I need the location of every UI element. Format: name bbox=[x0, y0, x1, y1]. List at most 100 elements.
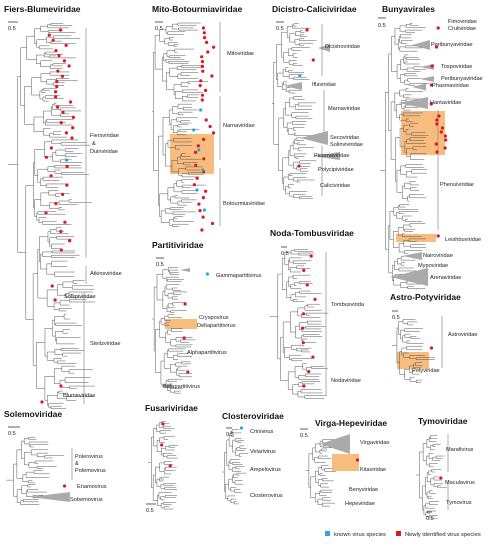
highlight-box bbox=[165, 319, 197, 329]
new-species-marker bbox=[204, 189, 208, 193]
new-species-marker bbox=[64, 131, 68, 135]
new-species-marker bbox=[64, 43, 68, 48]
new-species-marker bbox=[439, 476, 443, 480]
new-species-marker bbox=[56, 105, 60, 109]
new-species-marker bbox=[67, 64, 71, 68]
clade-label: Blumeviridae bbox=[63, 393, 95, 399]
clade-label: Iflaviridae bbox=[312, 82, 336, 88]
new-species-marker bbox=[435, 118, 439, 122]
clade-label: Deltapartitivirus bbox=[197, 323, 236, 329]
new-species-marker bbox=[168, 464, 172, 468]
new-species-marker bbox=[192, 183, 196, 187]
clade-label: Picornaviridae bbox=[314, 153, 349, 159]
new-species-marker bbox=[198, 209, 202, 213]
clade-label: Marafivirus bbox=[446, 447, 474, 453]
scale-label-bunya: 0.5 bbox=[378, 23, 386, 29]
clade-label: Mypoviridae bbox=[418, 263, 448, 269]
clade-label: Kitaviridae bbox=[360, 467, 386, 473]
new-species-marker bbox=[201, 196, 205, 200]
new-species-marker bbox=[200, 93, 205, 97]
clade-label: Fimoviridae bbox=[448, 19, 477, 25]
collapsed-clade bbox=[390, 268, 428, 286]
new-species-marker bbox=[309, 254, 313, 258]
new-species-marker bbox=[197, 202, 201, 206]
new-species-marker bbox=[210, 74, 214, 78]
clade-label: Marnaviridae bbox=[328, 106, 360, 112]
new-species-marker bbox=[439, 130, 443, 134]
collapsed-clade bbox=[398, 97, 428, 109]
collapsed-clade bbox=[420, 64, 434, 70]
new-species-marker bbox=[60, 74, 64, 78]
new-species-marker bbox=[200, 64, 204, 68]
new-species-marker bbox=[301, 312, 306, 316]
known-species-marker bbox=[202, 208, 206, 212]
clade-label: Ampelovirus bbox=[250, 467, 281, 473]
clade-label: Peribunyaviridae bbox=[431, 42, 473, 48]
new-species-marker bbox=[429, 102, 433, 106]
legend-known-label: known virus species bbox=[334, 532, 386, 538]
clade-label: Tombusvirida bbox=[331, 302, 365, 308]
new-species-marker bbox=[47, 33, 51, 37]
panel-title-tymo: Tymoviridae bbox=[418, 416, 468, 426]
clade-label: Leishbuviridae bbox=[445, 237, 481, 243]
collapsed-clade bbox=[412, 83, 426, 91]
known-species-marker bbox=[239, 426, 244, 430]
scale-label-noda: 0.5 bbox=[281, 251, 289, 257]
new-species-marker bbox=[305, 28, 309, 32]
new-species-marker bbox=[311, 58, 315, 62]
clade-label: Hantaviridae bbox=[430, 100, 461, 106]
new-species-marker bbox=[211, 131, 216, 135]
new-species-marker bbox=[434, 142, 438, 146]
legend-new-swatch bbox=[396, 531, 401, 536]
clade-label: Solspiviridae bbox=[64, 294, 96, 300]
new-species-marker bbox=[62, 59, 66, 63]
new-species-marker bbox=[49, 146, 54, 150]
clade-label: Maculavirus bbox=[445, 480, 475, 486]
new-species-marker bbox=[56, 69, 60, 73]
new-species-marker bbox=[71, 115, 75, 119]
collapsed-clade bbox=[412, 40, 430, 50]
new-species-marker bbox=[204, 88, 208, 92]
new-species-marker bbox=[71, 126, 75, 130]
clade-label: Solinviviridae bbox=[330, 142, 363, 148]
clade-label: Virgaviridae bbox=[360, 440, 389, 446]
new-species-marker bbox=[54, 49, 58, 53]
clade-label: Gammapartitivirus bbox=[216, 273, 262, 279]
scalebar-layer bbox=[8, 17, 432, 513]
collapsed-clade bbox=[420, 76, 434, 82]
new-species-marker bbox=[208, 124, 212, 129]
collapsed-clade bbox=[30, 492, 70, 502]
new-species-marker bbox=[54, 90, 58, 94]
clade-label: Atkinsviridae bbox=[90, 271, 122, 277]
new-species-marker bbox=[57, 54, 61, 58]
new-species-marker bbox=[183, 302, 187, 306]
new-species-marker bbox=[195, 176, 199, 180]
new-species-marker bbox=[305, 283, 309, 287]
clade-label: Potyviridae bbox=[412, 368, 440, 374]
new-species-marker bbox=[69, 100, 73, 104]
panel-title-dicistro: Dicistro-Caliciviridae bbox=[272, 4, 357, 14]
new-species-marker bbox=[198, 84, 202, 88]
clade-label: Polycipiviridae bbox=[318, 167, 354, 173]
clade-label: Tymovirus bbox=[446, 500, 472, 506]
clade-label: Astroviridae bbox=[448, 332, 478, 338]
clade-label: Phenuiviridae bbox=[440, 182, 474, 188]
new-species-marker bbox=[51, 38, 55, 42]
scale-label-virga: 0.5 bbox=[300, 433, 308, 439]
new-species-marker bbox=[302, 384, 306, 388]
known-species-marker bbox=[298, 74, 302, 78]
collapsed-clade bbox=[318, 44, 330, 52]
new-species-marker bbox=[210, 221, 215, 226]
new-species-marker bbox=[434, 45, 439, 49]
new-species-marker bbox=[355, 458, 360, 462]
collapsed-clade bbox=[312, 152, 340, 160]
panel-title-fiers: Fiers-Blumeviridae bbox=[4, 4, 81, 14]
new-species-marker bbox=[53, 298, 57, 302]
scale-label-fiers: 0.5 bbox=[8, 26, 16, 32]
clade-label: Secoviridae bbox=[330, 135, 359, 141]
known-species-marker bbox=[192, 128, 196, 132]
new-species-marker bbox=[201, 215, 205, 219]
known-species-marker bbox=[195, 188, 199, 192]
panel-title-fusari: Fusariviridae bbox=[145, 403, 198, 413]
new-species-marker bbox=[55, 85, 59, 89]
